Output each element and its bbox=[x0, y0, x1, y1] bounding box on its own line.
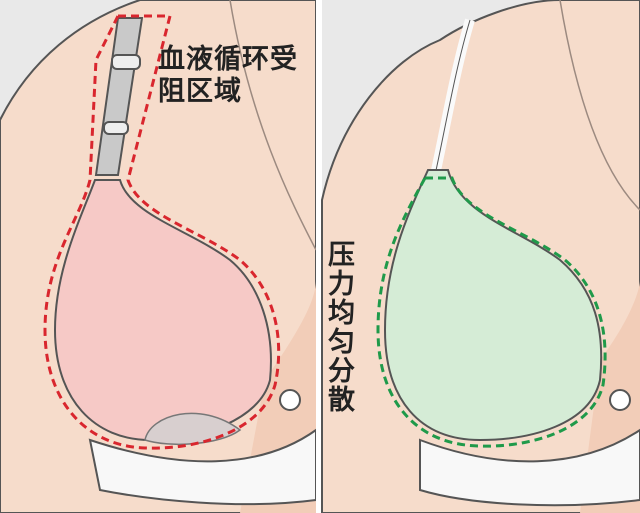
right-strap-edge bbox=[434, 19, 471, 176]
right-pressure-outline bbox=[376, 176, 607, 448]
left-center-ring bbox=[279, 389, 301, 411]
panel-divider bbox=[316, 0, 322, 513]
right-panel-label: 压力均匀分散 bbox=[323, 240, 354, 414]
left-neck-line bbox=[229, 0, 317, 251]
left-panel bbox=[0, 0, 317, 513]
right-center-ring bbox=[609, 389, 631, 411]
left-panel-label: 血液循环受阻区域 bbox=[158, 44, 298, 107]
left-pressure-outline bbox=[43, 14, 281, 450]
left-strap-slider-2 bbox=[103, 121, 129, 135]
right-cup bbox=[383, 169, 603, 442]
right-neck-line bbox=[559, 0, 640, 211]
right-band bbox=[419, 428, 640, 507]
right-panel bbox=[321, 0, 640, 513]
left-strap-slider bbox=[111, 54, 141, 70]
